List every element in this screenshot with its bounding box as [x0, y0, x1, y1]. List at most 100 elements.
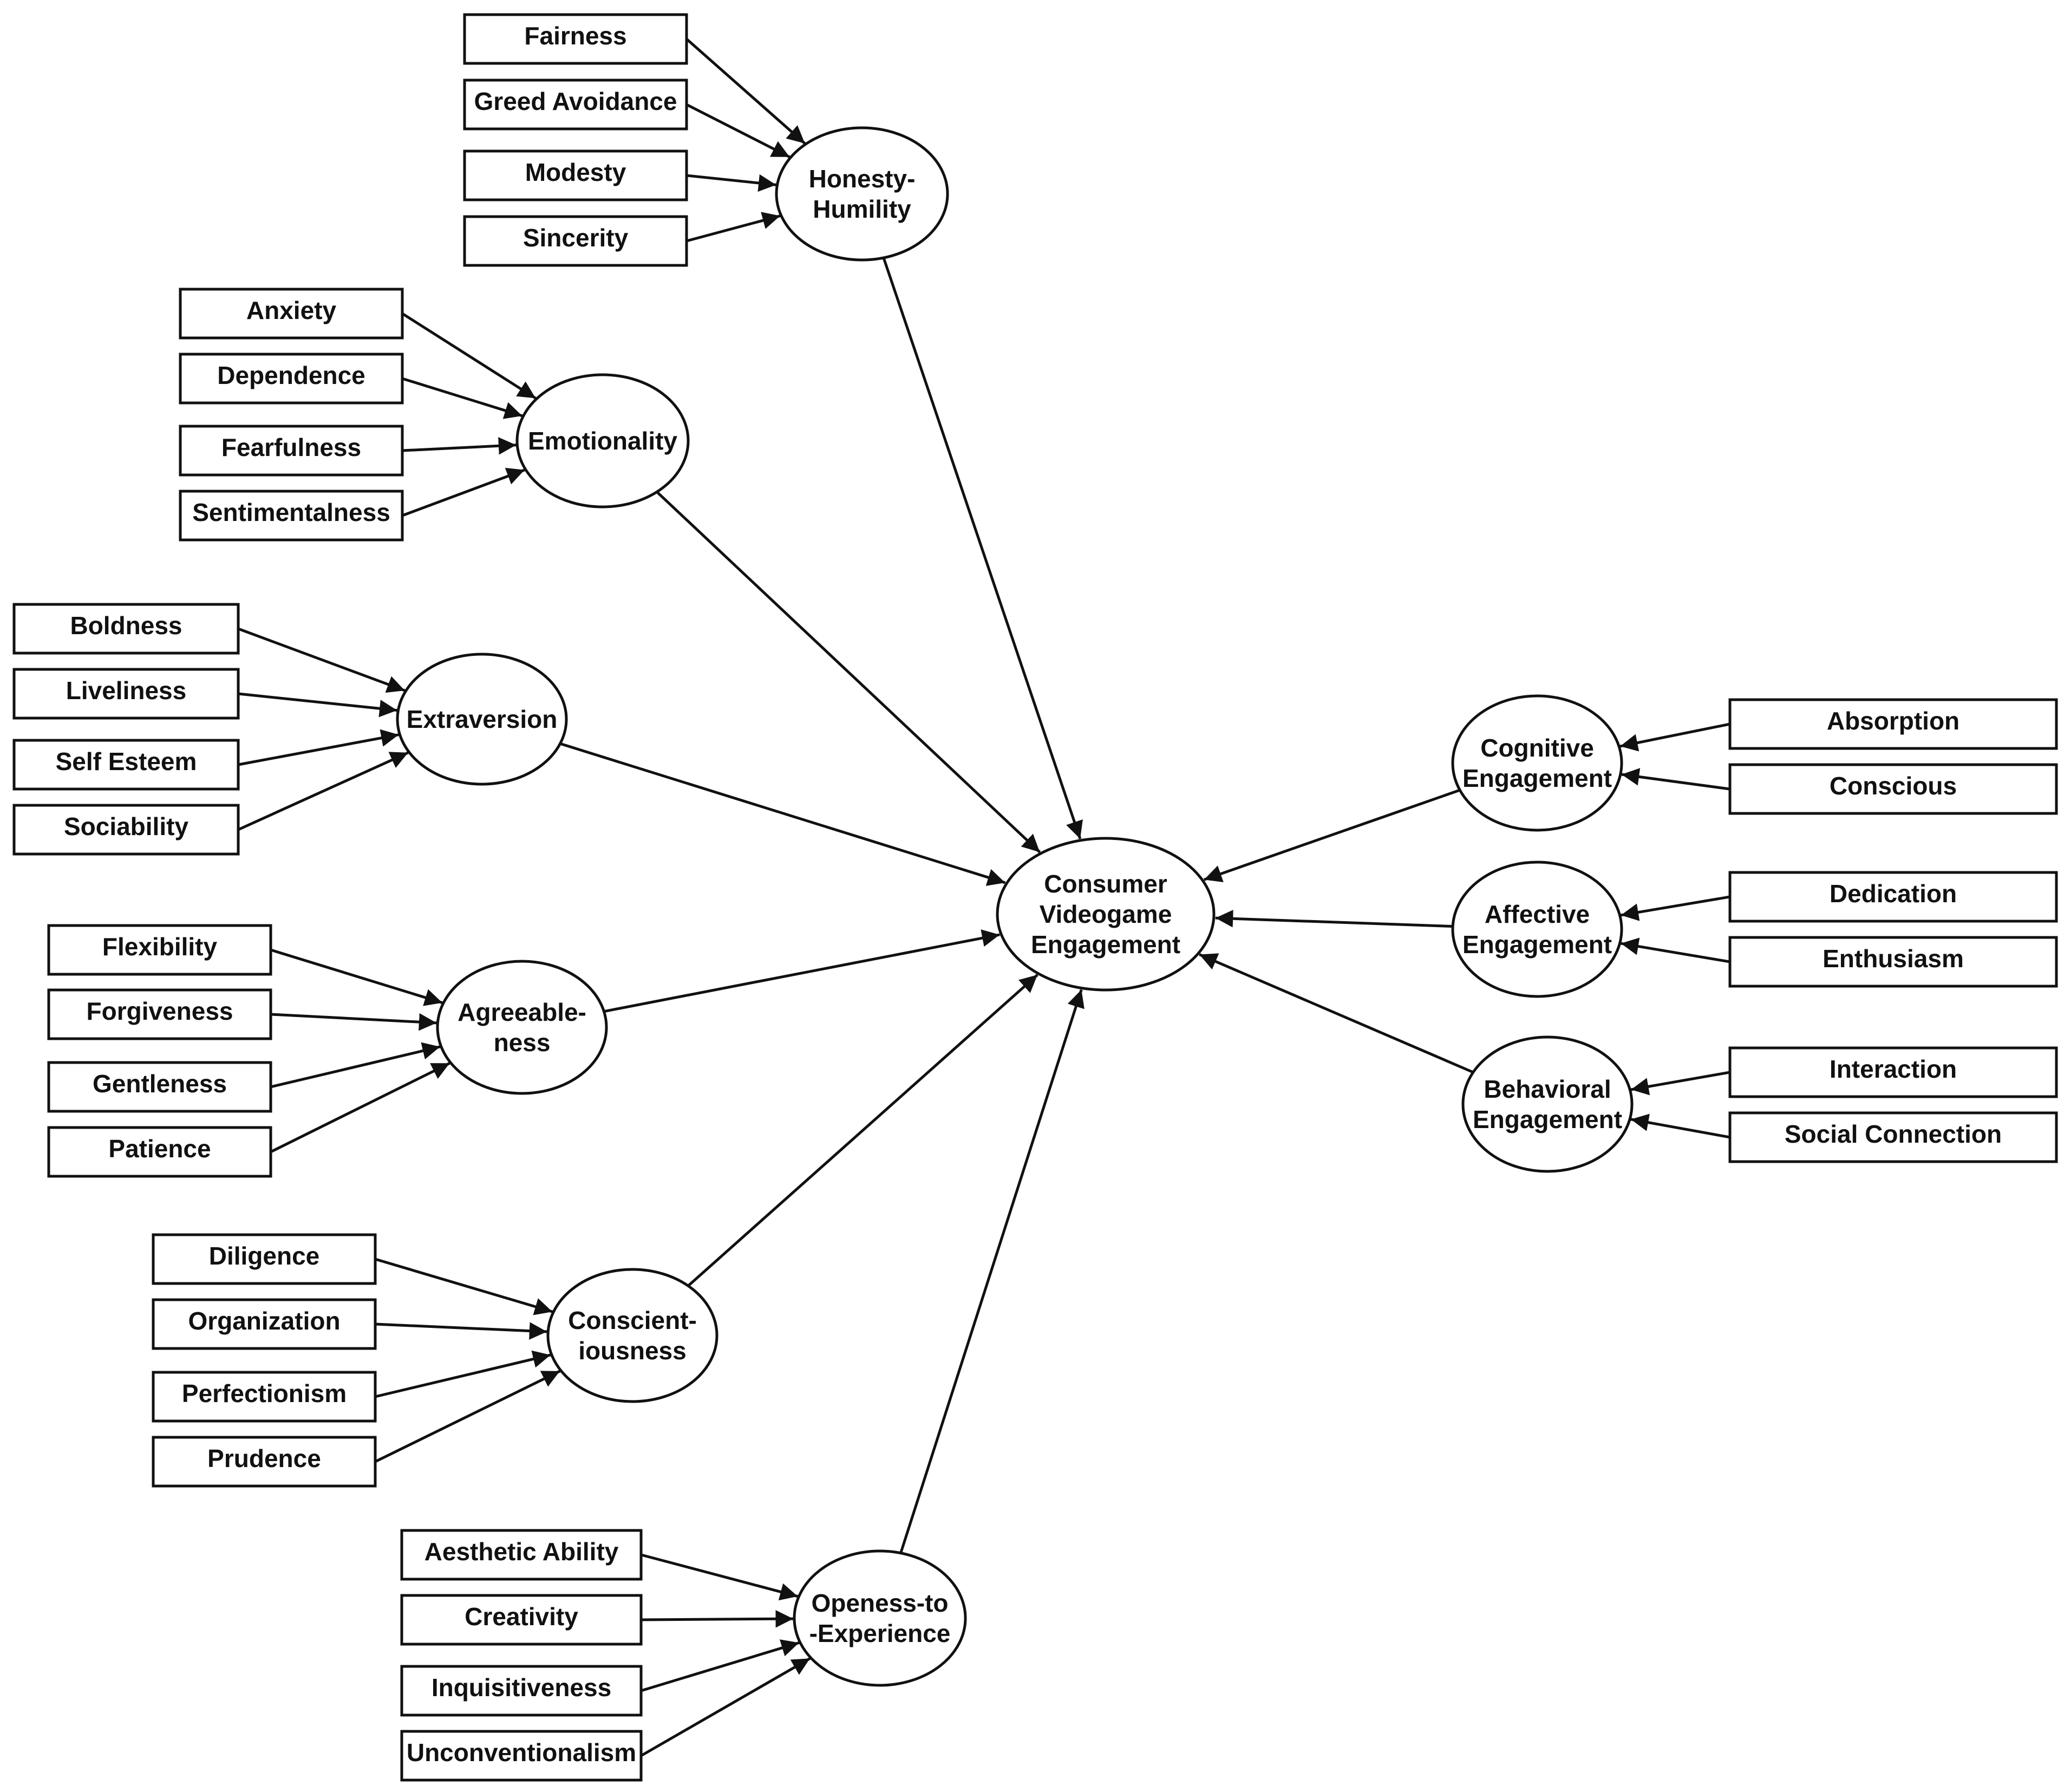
indicator-box: [12, 739, 240, 791]
indicator-ag-4: Patience: [47, 1126, 272, 1178]
edge-aff-item-1: [1621, 895, 1730, 921]
edge-co-item-4: [374, 1370, 561, 1463]
indicator-box: [1728, 936, 2058, 988]
edge-ag-item-1: [270, 948, 443, 1006]
indicator-box: [1728, 871, 2058, 923]
node-hh-line-2: Humility: [813, 195, 911, 223]
indicator-co-1: Diligence: [152, 1233, 377, 1285]
edge-cog-to-central: [1203, 789, 1461, 882]
indicator-label: Modesty: [525, 158, 626, 186]
indicator-box: [1728, 1111, 2058, 1163]
edge-ex-item-4: [237, 751, 409, 831]
indicator-label: Diligence: [209, 1242, 320, 1270]
edge-hh-item-3: [686, 174, 776, 192]
indicator-label: Greed Avoidance: [474, 87, 677, 115]
indicator-op-1: Aesthetic Ability: [400, 1529, 643, 1581]
indicator-box: [463, 149, 688, 201]
indicator-label: Creativity: [465, 1602, 578, 1631]
indicator-box: [1728, 763, 2058, 815]
node-co-line-1: Conscient-: [568, 1306, 697, 1334]
node-aff-shape: [1451, 861, 1623, 998]
edge-aff-item-2: [1621, 937, 1730, 963]
indicator-ag-3: Gentleness: [47, 1061, 272, 1113]
edge-ex-item-1: [238, 627, 406, 693]
indicator-box: [152, 1298, 377, 1350]
indicator-op-2: Creativity: [400, 1594, 643, 1646]
node-beh-line-1: Behavioral: [1484, 1075, 1611, 1103]
edge-co-item-1: [375, 1257, 553, 1315]
edge-ag-to-central: [603, 929, 1000, 1013]
indicator-beh-2: Social Connection: [1728, 1111, 2058, 1163]
indicator-op-3: Inquisitiveness: [400, 1665, 643, 1717]
edge-ag-item-2: [270, 1013, 437, 1031]
indicator-box: [47, 1126, 272, 1178]
indicator-cog-1: Absorption: [1728, 698, 2058, 750]
indicator-box: [463, 215, 688, 267]
indicator-beh-1: Interaction: [1728, 1046, 2058, 1098]
node-ag-line-1: Agreeable-: [458, 998, 586, 1026]
indicator-box: [179, 353, 404, 405]
edge-beh-to-central: [1199, 953, 1474, 1074]
edge-ag-item-4: [270, 1061, 450, 1154]
indicator-box: [152, 1371, 377, 1423]
indicator-aff-1: Dedication: [1728, 871, 2058, 923]
nodes-layer: ConsumerVideogameEngagementHonesty-Humil…: [12, 13, 2058, 1782]
indicator-box: [179, 425, 404, 477]
indicator-cog-2: Conscious: [1728, 763, 2058, 815]
edge-aff-to-central: [1215, 910, 1453, 928]
indicator-hh-4: Sincerity: [463, 215, 688, 267]
indicator-em-3: Fearfulness: [179, 425, 404, 477]
indicator-box: [12, 603, 240, 655]
node-ag-shape: [436, 960, 608, 1095]
indicator-label: Boldness: [70, 611, 182, 640]
indicator-box: [12, 668, 240, 720]
edge-ex-to-central: [559, 742, 1006, 886]
node-ag-line-2: ness: [494, 1028, 551, 1057]
edge-em-to-central: [656, 491, 1041, 853]
indicator-co-3: Perfectionism: [152, 1371, 377, 1423]
node-co-line-2: iousness: [578, 1337, 686, 1365]
edge-cog-item-1: [1619, 722, 1730, 752]
edge-op-item-4: [640, 1657, 811, 1757]
indicator-label: Sincerity: [523, 224, 629, 252]
indicator-label: Dependence: [217, 361, 365, 389]
indicator-co-4: Prudence: [152, 1436, 377, 1488]
indicator-em-2: Dependence: [179, 353, 404, 405]
node-hh: Honesty-Humility: [775, 126, 949, 262]
edge-ex-item-2: [238, 692, 397, 718]
indicator-ex-2: Liveliness: [12, 668, 240, 720]
edge-cog-item-2: [1621, 768, 1730, 791]
node-op: Openess-to-Experience: [793, 1549, 967, 1687]
indicator-box: [400, 1730, 643, 1782]
edge-op-to-central: [899, 989, 1085, 1554]
indicator-label: Conscious: [1830, 772, 1957, 800]
indicator-box: [47, 924, 272, 976]
indicator-label: Interaction: [1830, 1055, 1957, 1083]
node-beh-shape: [1461, 1035, 1634, 1173]
indicator-label: Enthusiasm: [1823, 944, 1964, 973]
edge-co-item-3: [375, 1350, 551, 1398]
node-op-shape: [793, 1549, 967, 1687]
node-hh-line-1: Honesty-: [809, 165, 916, 193]
edge-em-item-1: [401, 312, 537, 400]
indicator-hh-3: Modesty: [463, 149, 688, 201]
edge-hh-item-2: [685, 103, 791, 159]
node-op-line-2: -Experience: [809, 1619, 951, 1647]
indicator-box: [400, 1594, 643, 1646]
node-em-line-1: Emotionality: [528, 427, 677, 455]
indicator-box: [463, 13, 688, 65]
indicator-box: [400, 1665, 643, 1717]
indicator-label: Perfectionism: [182, 1379, 347, 1407]
edge-hh-to-central: [882, 257, 1083, 839]
edge-co-item-2: [375, 1322, 547, 1340]
node-beh-line-2: Engagement: [1473, 1105, 1622, 1133]
indicator-label: Sentimentalness: [192, 498, 390, 526]
edge-ex-item-3: [238, 729, 399, 766]
indicator-label: Self Esteem: [56, 747, 197, 776]
edge-hh-item-1: [685, 38, 806, 145]
indicator-ag-2: Forgiveness: [47, 988, 272, 1040]
indicator-ex-3: Self Esteem: [12, 739, 240, 791]
